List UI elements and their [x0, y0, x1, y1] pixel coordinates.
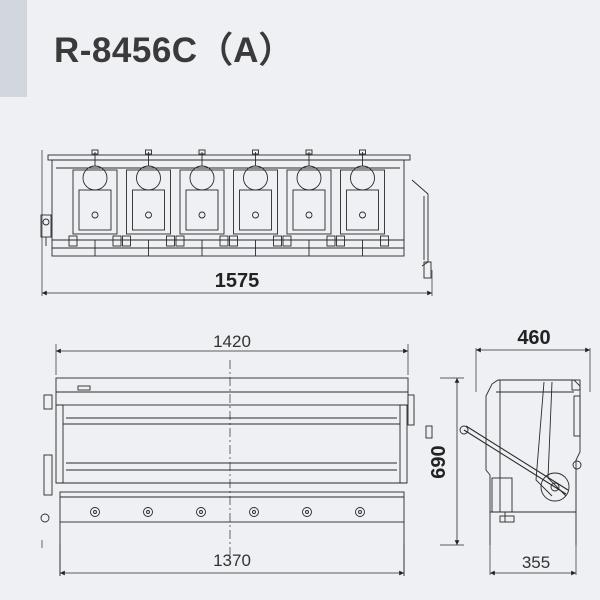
burner-cap [252, 149, 259, 155]
knob-center [199, 510, 203, 514]
knob-icon [249, 507, 259, 517]
side-rear-cap [571, 379, 581, 391]
burner-clamp-left [282, 235, 292, 247]
front-left-valve [43, 394, 53, 410]
burner-frame [179, 169, 225, 235]
front-view [40, 344, 464, 576]
side-base-foot [499, 515, 515, 523]
burner-tray [132, 189, 165, 231]
front-right-valve [407, 394, 415, 426]
front-hood [55, 377, 409, 406]
burner-cap [91, 149, 99, 155]
burner-clamp-left [229, 235, 238, 247]
dim-label-355: 355 [522, 553, 550, 572]
burner-frame [233, 169, 278, 235]
burner-cap [305, 149, 313, 155]
burner-clamp-right [112, 235, 122, 247]
side-lever-left [535, 381, 553, 497]
dim-label-1420: 1420 [213, 332, 251, 351]
burner-frame [340, 169, 385, 235]
side-tab [0, 0, 27, 97]
knob-center [252, 510, 256, 514]
knob-center [305, 510, 309, 514]
dim-label-460: 460 [517, 327, 550, 349]
knob-icon [302, 507, 312, 517]
knob-center [93, 510, 97, 514]
dim-label-690: 690 [428, 445, 450, 478]
burner-frame [286, 169, 332, 235]
side-handle-arm [463, 429, 567, 495]
burner-tray [292, 189, 326, 231]
knob-center [146, 510, 150, 514]
knob-icon [196, 507, 206, 517]
burner-port-icon [91, 211, 99, 219]
burner-clamp-right [166, 235, 175, 247]
burner-tray [346, 189, 379, 231]
top-burner-group [68, 149, 389, 256]
burner-unit [68, 149, 122, 256]
top-body [51, 159, 405, 257]
gas-inlet-icon [40, 513, 50, 523]
burner-unit [175, 149, 229, 256]
knob-icon [143, 507, 153, 517]
burner-clamp-right [273, 235, 282, 247]
burner-unit [122, 149, 175, 256]
knob-center [358, 510, 362, 514]
dim-label-1575: 1575 [215, 270, 260, 292]
top-right-handle [411, 179, 429, 267]
front-left-gas-pipe [43, 454, 53, 496]
front-badge [77, 385, 91, 391]
front-left-post [55, 404, 64, 484]
burner-clamp-left [122, 235, 131, 247]
burner-cap [198, 149, 206, 155]
top-view [40, 149, 433, 296]
burner-port-icon [305, 211, 313, 219]
side-rear-valve [572, 460, 582, 470]
burner-port-icon [359, 211, 366, 219]
burner-port-icon [198, 211, 206, 219]
burner-clamp-left [68, 235, 78, 247]
burner-frame [126, 169, 171, 235]
burner-unit [336, 149, 389, 256]
top-right-clip [423, 261, 432, 279]
side-base-box [491, 477, 513, 513]
burner-port-icon [145, 211, 152, 219]
burner-cap [359, 149, 366, 155]
dim-label-1370: 1370 [213, 551, 251, 570]
front-control-panel [59, 491, 405, 523]
top-rail [47, 154, 411, 161]
side-rear-fitting [573, 395, 581, 437]
top-valve-knob [42, 218, 50, 226]
burner-clamp-right [380, 235, 389, 247]
burner-unit [229, 149, 282, 256]
knob-icon [90, 507, 100, 517]
burner-tray [239, 189, 272, 231]
burner-tray [185, 189, 219, 231]
side-handle-knob [459, 425, 469, 435]
burner-clamp-right [326, 235, 336, 247]
burner-tray [78, 189, 112, 231]
burner-clamp-left [336, 235, 345, 247]
front-right-fitting [425, 425, 433, 439]
side-body [485, 379, 581, 513]
burner-clamp-left [175, 235, 185, 247]
burner-clamp-right [219, 235, 229, 247]
knob-row [90, 507, 365, 517]
burner-frame [72, 169, 118, 235]
knob-icon [355, 507, 365, 517]
side-view [459, 347, 591, 576]
top-left-valve [40, 214, 52, 238]
burner-port-icon [252, 211, 259, 219]
burner-cap [145, 149, 152, 155]
burner-unit [282, 149, 336, 256]
side-pivot-wheel [540, 472, 570, 502]
model-title: R-8456C（A） [54, 31, 295, 70]
front-right-post [399, 404, 408, 484]
